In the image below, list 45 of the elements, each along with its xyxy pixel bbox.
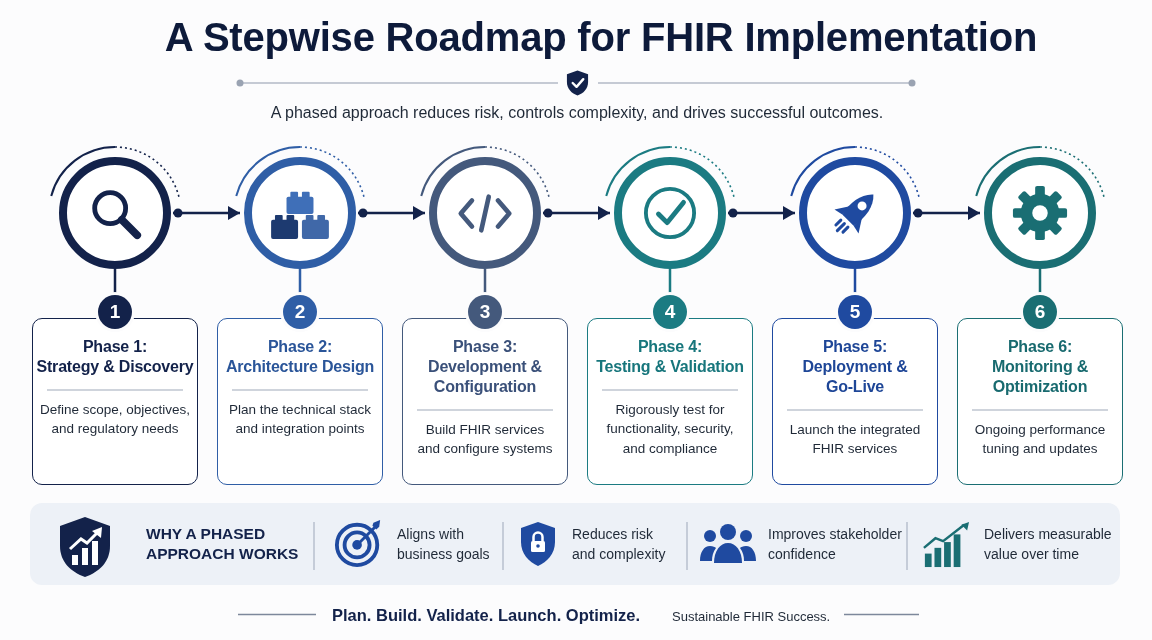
phase-card bbox=[587, 318, 753, 485]
connector-line bbox=[853, 269, 857, 295]
benefit-text: Improves stakeholder confidence bbox=[768, 525, 902, 564]
arrow bbox=[913, 206, 980, 220]
arrow bbox=[543, 206, 610, 220]
phase-title: Phase 2: Architecture Design bbox=[225, 337, 375, 377]
connector-line bbox=[113, 269, 117, 295]
connector-line bbox=[483, 269, 487, 295]
benefits-panel bbox=[30, 503, 1120, 585]
step-number-badge: 4 bbox=[653, 295, 687, 329]
step-number-badge: 6 bbox=[1023, 295, 1057, 329]
title: A Stepwise Roadmap for FHIR Implementation bbox=[164, 14, 1038, 61]
arrow bbox=[728, 206, 795, 220]
step-number-badge: 5 bbox=[838, 295, 872, 329]
tagline: Plan. Build. Validate. Launch. Optimize. bbox=[332, 605, 641, 625]
phase-description: Plan the technical stack and integration points bbox=[229, 400, 371, 438]
arrow bbox=[173, 206, 240, 220]
phase-card bbox=[772, 318, 938, 485]
phase-description: Rigorously test for functionality, security, and compliance bbox=[606, 400, 734, 458]
step-number-badge: 3 bbox=[468, 295, 502, 329]
phase-card bbox=[217, 318, 383, 485]
step-number-badge: 2 bbox=[283, 295, 317, 329]
phase-title: Phase 4: Testing & Validation bbox=[596, 337, 744, 377]
phase-title: Phase 1: Strategy & Discovery bbox=[36, 337, 194, 377]
phase-title: Phase 3: Development & Configuration bbox=[428, 337, 542, 397]
phase-description: Build FHIR services and configure systems bbox=[417, 420, 553, 458]
step-number-badge: 1 bbox=[98, 295, 132, 329]
phase-title: Phase 6: Monitoring & Optimization bbox=[991, 337, 1089, 397]
arrow bbox=[358, 206, 425, 220]
benefit-text: Reduces risk and complexity bbox=[572, 525, 666, 564]
connector-line bbox=[298, 269, 302, 295]
phase-card bbox=[402, 318, 568, 485]
benefit-text: Aligns with business goals bbox=[397, 525, 490, 564]
phase-card bbox=[32, 318, 198, 485]
phase-description: Launch the integrated FHIR services bbox=[789, 420, 921, 458]
phase-description: Ongoing performance tuning and updates bbox=[974, 420, 1106, 458]
subtitle: A phased approach reduces risk, controls complexity, and drives successful outcomes. bbox=[270, 103, 884, 123]
benefit-text: Delivers measurable value over time bbox=[984, 525, 1112, 564]
footer-note: Sustainable FHIR Success. bbox=[672, 608, 831, 626]
phase-title: Phase 5: Deployment & Go-Live bbox=[802, 337, 908, 397]
connector-line bbox=[668, 269, 672, 295]
phase-description: Define scope, objectives, and regulatory needs bbox=[39, 400, 191, 438]
panel-heading: WHY A PHASED APPROACH WORKS bbox=[146, 524, 299, 564]
connector-line bbox=[1038, 269, 1042, 295]
phase-card bbox=[957, 318, 1123, 485]
